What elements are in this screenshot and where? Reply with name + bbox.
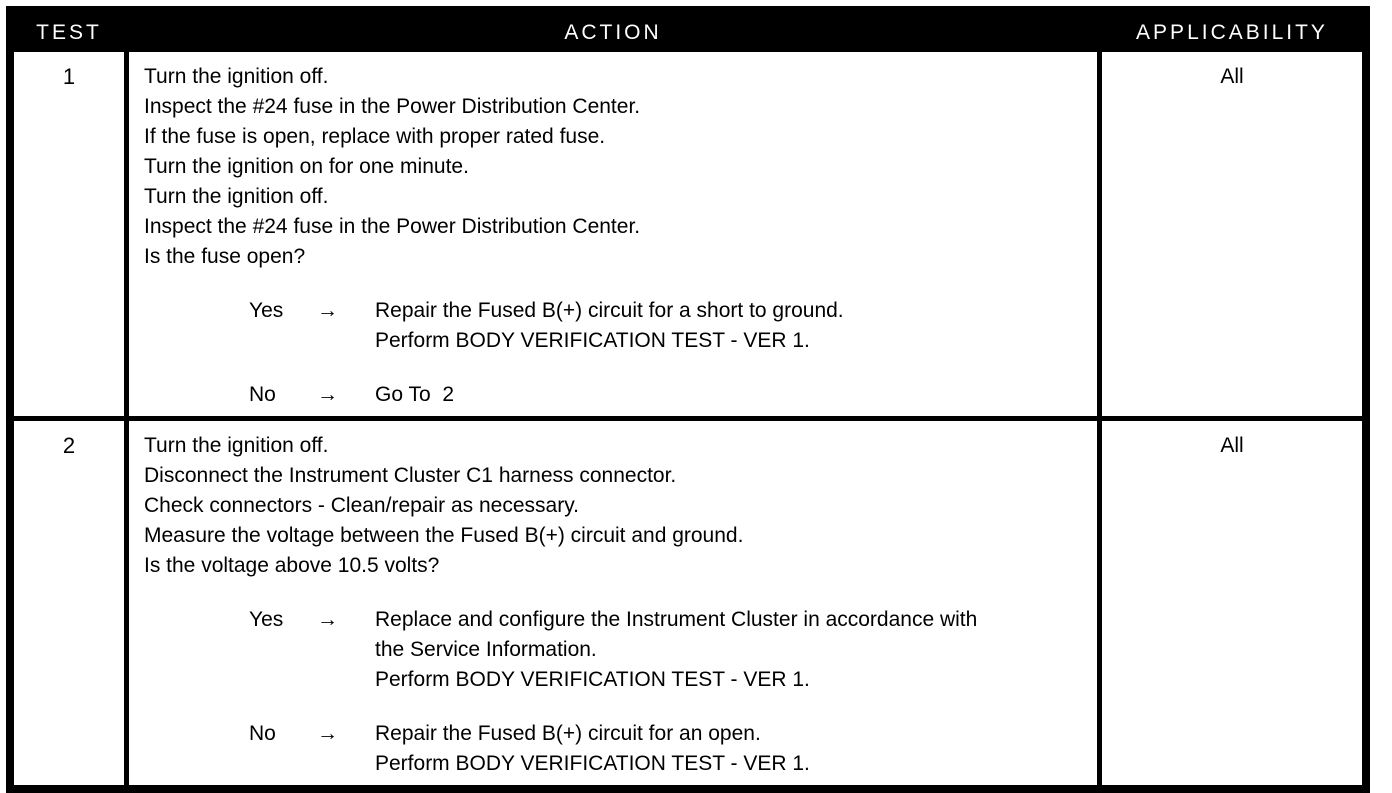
branch-line: Repair the Fused B(+) circuit for a shor… — [375, 299, 844, 322]
action-step: Turn the ignition off. — [144, 434, 329, 457]
action-step: Inspect the #24 fuse in the Power Distri… — [144, 215, 641, 238]
branch-line: Perform BODY VERIFICATION TEST - VER 1. — [375, 668, 810, 691]
action-step: Is the fuse open? — [144, 245, 306, 268]
branch-line: Go To 2 — [375, 383, 454, 406]
action-step: Turn the ignition off. — [144, 185, 329, 208]
branch-line: Perform BODY VERIFICATION TEST - VER 1. — [375, 752, 810, 775]
action-step: Is the voltage above 10.5 volts? — [144, 554, 440, 577]
table-row: 2 Turn the ignition off. Disconnect the … — [14, 416, 1362, 785]
arrow-right-icon: → — [317, 608, 338, 631]
action-step: Check connectors - Clean/repair as neces… — [144, 494, 579, 517]
branch-line: Repair the Fused B(+) circuit for an ope… — [375, 722, 761, 745]
diagnostic-test-table: TEST ACTION APPLICABILITY 1 Turn the ign… — [6, 6, 1370, 793]
action-step: Turn the ignition on for one minute. — [144, 155, 469, 178]
applicability-value: All — [1220, 65, 1244, 88]
action-step: If the fuse is open, replace with proper… — [144, 125, 606, 148]
branch-text: Replace and configure the Instrument Clu… — [375, 605, 1085, 695]
table-header-row: TEST ACTION APPLICABILITY — [14, 14, 1362, 52]
branch-line: Replace and configure the Instrument Clu… — [375, 608, 978, 631]
branch-text: Repair the Fused B(+) circuit for a shor… — [375, 296, 1085, 356]
test-number: 1 — [62, 64, 76, 89]
branch-line: Perform BODY VERIFICATION TEST - VER 1. — [375, 329, 810, 352]
action-step: Measure the voltage between the Fused B(… — [144, 524, 744, 547]
branch-label: Yes — [249, 608, 284, 631]
branch-text: Go To 2 — [375, 380, 1085, 410]
branch-yes: Yes → Replace and configure the Instrume… — [249, 605, 1085, 695]
action-cell: Turn the ignition off. Inspect the #24 f… — [124, 52, 1102, 416]
column-header-test: TEST — [36, 21, 102, 44]
action-step: Turn the ignition off. — [144, 65, 329, 88]
branch-no: No → Repair the Fused B(+) circuit for a… — [249, 719, 1085, 779]
branch-no: No → Go To 2 — [249, 380, 1085, 410]
arrow-right-icon: → — [317, 722, 338, 745]
arrow-right-icon: → — [317, 383, 338, 406]
column-header-action: ACTION — [564, 21, 662, 44]
applicability-value: All — [1220, 434, 1244, 457]
action-step: Disconnect the Instrument Cluster C1 har… — [144, 464, 677, 487]
column-header-applicability: APPLICABILITY — [1136, 21, 1328, 44]
test-number: 2 — [62, 433, 76, 458]
branch-label: Yes — [249, 299, 284, 322]
arrow-right-icon: → — [317, 299, 338, 322]
branch-label: No — [249, 383, 276, 406]
branch-line: the Service Information. — [375, 638, 597, 661]
branch-yes: Yes → Repair the Fused B(+) circuit for … — [249, 296, 1085, 356]
branch-label: No — [249, 722, 276, 745]
branch-text: Repair the Fused B(+) circuit for an ope… — [375, 719, 1085, 779]
action-cell: Turn the ignition off. Disconnect the In… — [124, 421, 1102, 785]
table-row: 1 Turn the ignition off. Inspect the #24… — [14, 52, 1362, 416]
action-step: Inspect the #24 fuse in the Power Distri… — [144, 95, 641, 118]
